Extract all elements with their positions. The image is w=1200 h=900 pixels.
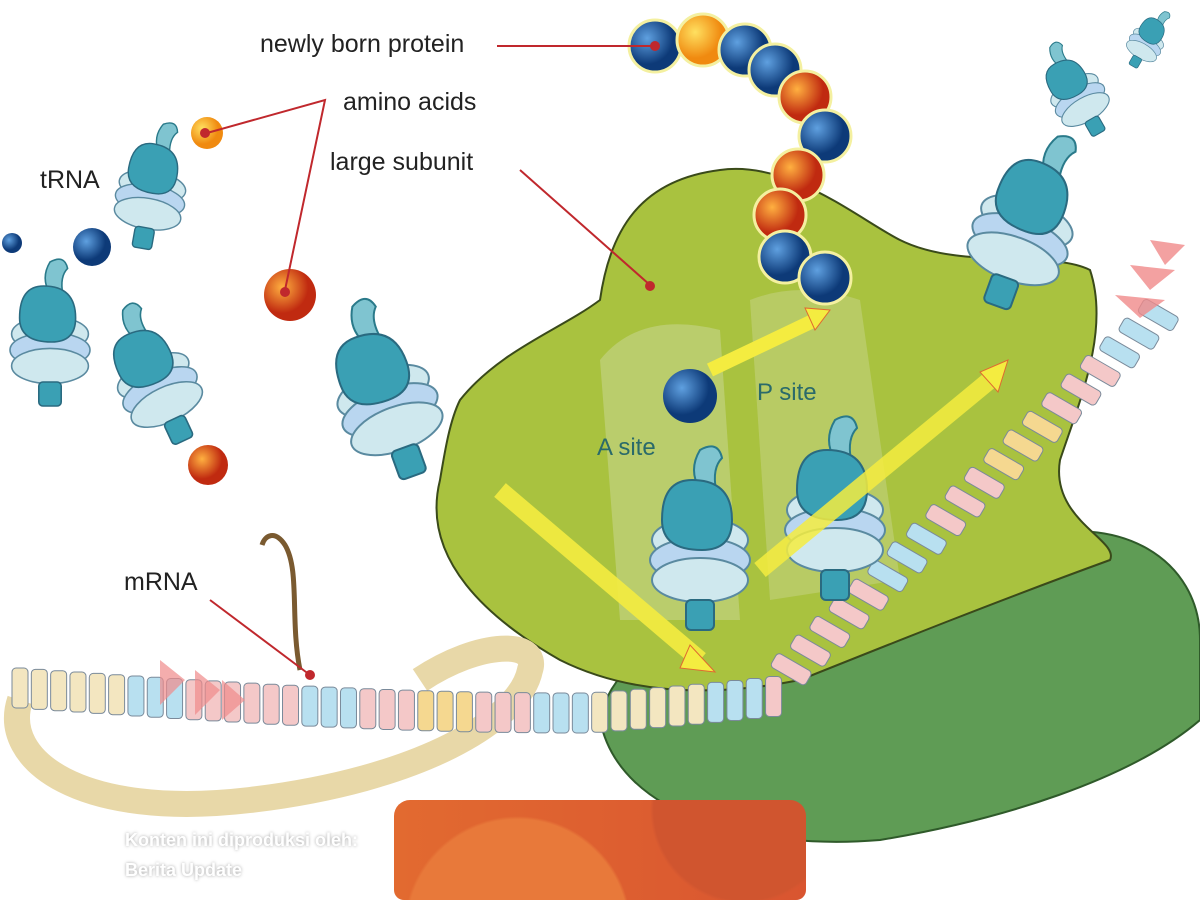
protein-bead	[797, 108, 853, 164]
codon	[11, 667, 29, 709]
codon	[127, 675, 145, 717]
codon	[1118, 317, 1160, 350]
codon	[108, 674, 126, 716]
codon	[494, 691, 512, 733]
direction-arrow	[160, 660, 185, 705]
codon	[828, 597, 870, 630]
free-trna	[84, 289, 221, 459]
amino-acid-bead	[73, 228, 111, 266]
codon	[455, 691, 473, 733]
released-trna	[1024, 31, 1124, 148]
codon	[707, 681, 725, 723]
label-amino-acids: amino acids	[343, 88, 476, 116]
codon	[886, 541, 928, 574]
codon	[397, 689, 415, 731]
exit-arrow	[1115, 295, 1165, 318]
codon	[533, 692, 551, 734]
codon	[770, 653, 812, 686]
codon	[1041, 392, 1083, 425]
codon	[339, 687, 357, 729]
codon	[906, 522, 947, 555]
released-trna	[1117, 1, 1181, 76]
free-trna	[106, 114, 199, 256]
codon	[513, 692, 531, 734]
amino-acid-bead	[663, 369, 717, 423]
label-trna: tRNA	[40, 166, 100, 194]
direction-arrow	[195, 670, 220, 715]
codon	[262, 683, 280, 725]
codon	[243, 682, 261, 724]
codon	[571, 692, 589, 734]
codon	[687, 683, 705, 725]
mrna-tail	[259, 533, 303, 671]
pointer-dots	[200, 41, 660, 680]
codon	[417, 690, 435, 732]
codon	[765, 676, 783, 718]
codon	[610, 690, 628, 732]
translocation-arrow	[754, 373, 996, 577]
codon	[282, 684, 300, 726]
arrow-head	[804, 307, 831, 331]
codon	[629, 688, 647, 730]
credit-source: Berita Update	[125, 860, 243, 880]
codon	[1021, 410, 1063, 443]
incoming-trna	[303, 285, 462, 494]
codon	[436, 690, 454, 732]
codon	[1079, 354, 1121, 387]
codon	[790, 634, 831, 667]
ad-banner[interactable]	[394, 800, 806, 900]
codon	[1099, 336, 1140, 369]
codon	[359, 688, 377, 730]
codon	[50, 670, 68, 712]
codon	[1060, 373, 1102, 406]
codon	[301, 685, 319, 727]
exit-arrow	[1130, 265, 1175, 290]
codon	[552, 692, 570, 734]
translocation-arrow	[494, 483, 706, 667]
peptide-arrow	[706, 313, 819, 377]
direction-arrow	[222, 680, 245, 720]
codon	[668, 685, 686, 727]
label-pointers	[206, 45, 655, 676]
codon	[745, 678, 763, 720]
mrna-loop	[4, 635, 544, 817]
codon	[944, 485, 986, 518]
amino-acid-bead	[2, 233, 22, 253]
mrna-strand	[11, 299, 1179, 734]
free-trna	[9, 258, 91, 407]
amino-acid-bead	[264, 269, 316, 321]
codon	[378, 688, 396, 730]
codon	[983, 448, 1025, 481]
label-mrna: mRNA	[124, 568, 198, 596]
arrow-head	[679, 644, 717, 673]
codon	[69, 671, 87, 713]
arrow-head	[979, 359, 1009, 393]
codon	[475, 691, 493, 733]
protein-bead	[797, 250, 853, 306]
codon	[30, 668, 48, 710]
codon	[925, 504, 967, 537]
label-large-subunit: large subunit	[330, 148, 473, 176]
codon	[848, 578, 889, 611]
codon	[867, 560, 909, 592]
codon	[88, 672, 106, 714]
codon	[649, 687, 667, 729]
label-a-site: A site	[597, 434, 656, 461]
codon	[809, 615, 851, 648]
codon	[726, 679, 744, 721]
codon	[964, 466, 1005, 499]
label-newly-born-protein: newly born protein	[260, 30, 464, 58]
codon	[591, 691, 609, 733]
codon	[320, 686, 338, 728]
amino-acid-bead	[188, 445, 228, 485]
exit-arrow	[1150, 240, 1185, 265]
codon	[1002, 429, 1044, 462]
label-p-site: P site	[757, 379, 817, 406]
credit-line-1: Konten ini diproduksi oleh:	[125, 830, 358, 850]
